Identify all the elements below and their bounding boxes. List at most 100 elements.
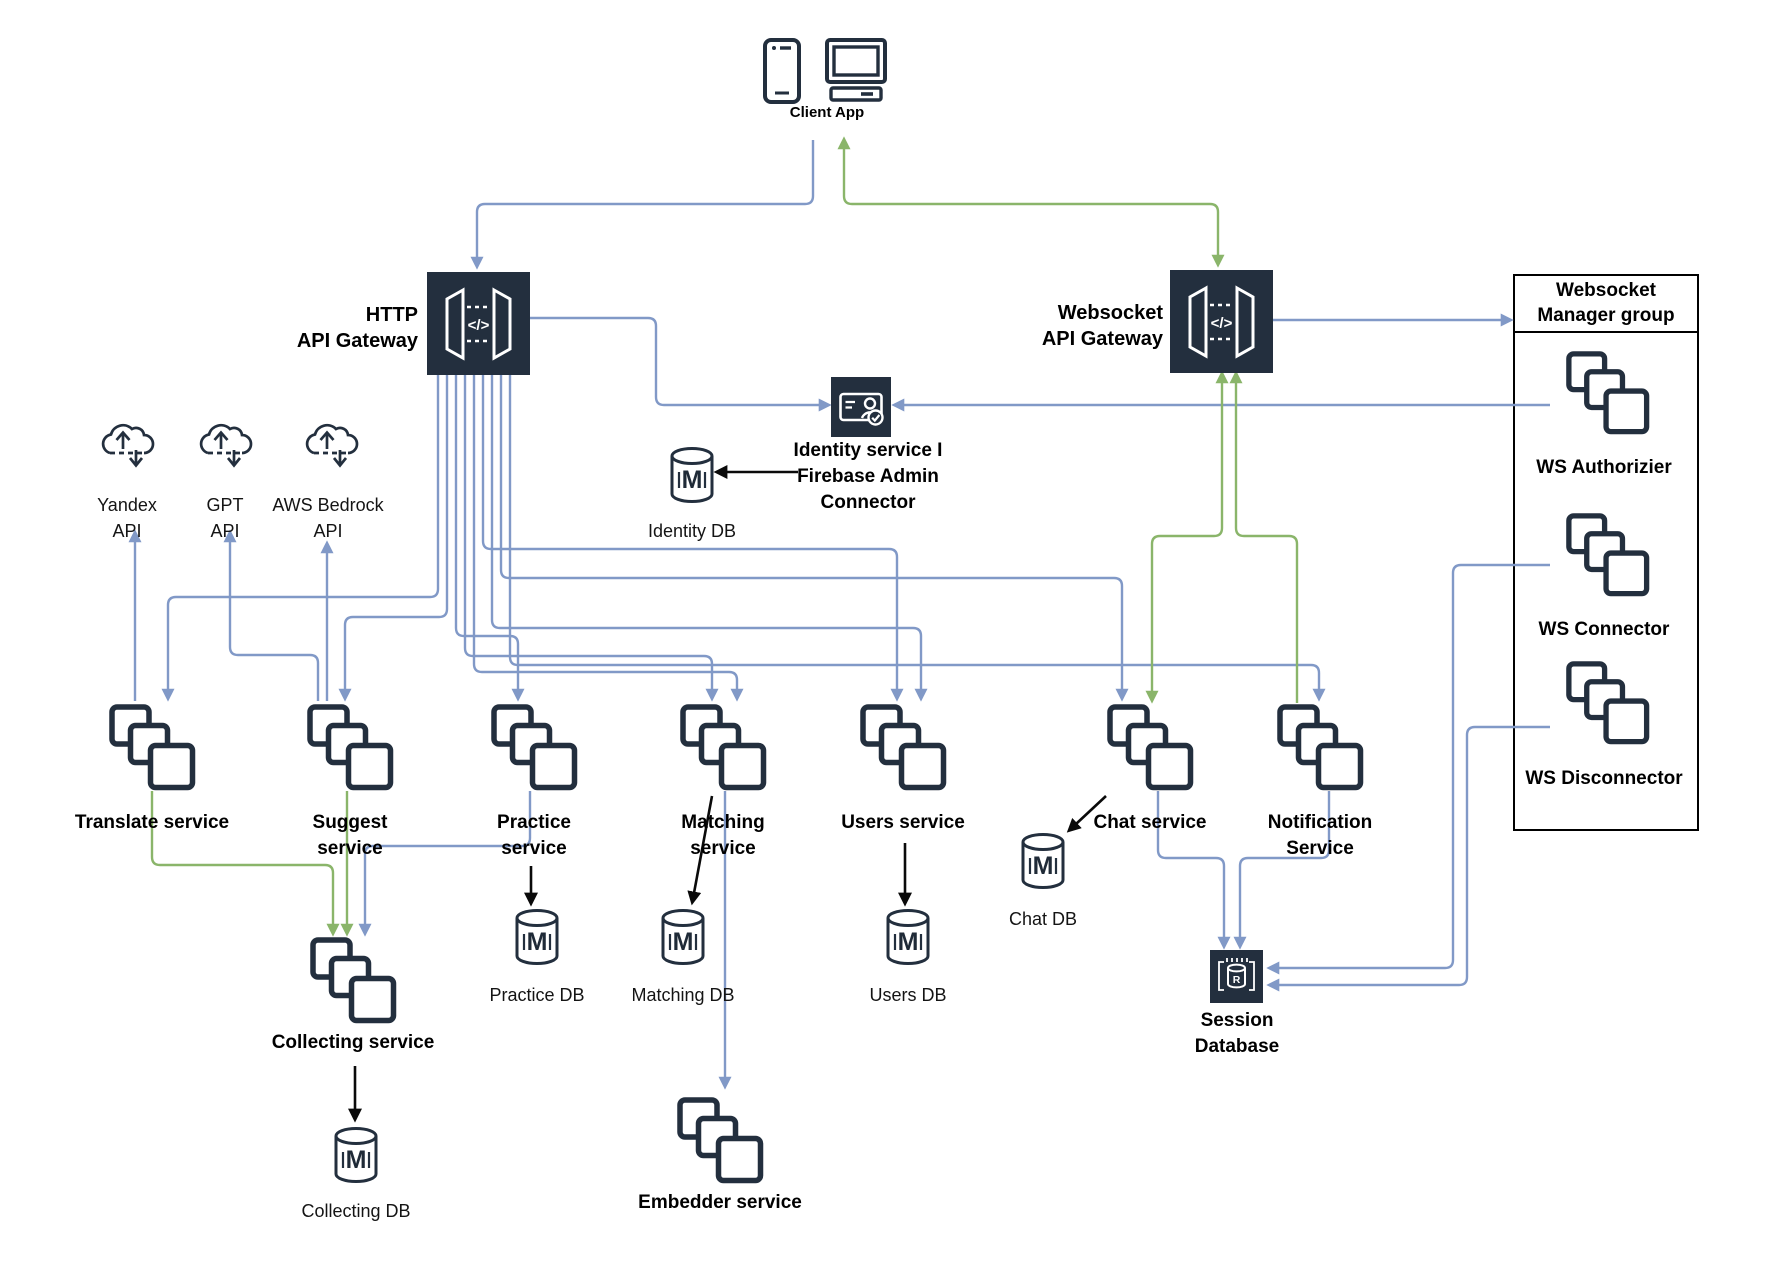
edge-suggest-to-gpt-api — [223, 529, 320, 701]
gpt-api-line1: GPT — [206, 495, 244, 515]
collecting-service-label: Collecting service — [271, 1032, 435, 1053]
notification-service-label: Notification Service — [1240, 810, 1400, 862]
http-api-gateway-label: HTTP API Gateway — [230, 302, 418, 354]
edge-http-to-users-2 — [490, 375, 928, 702]
edge-http-to-notification — [508, 375, 1326, 702]
identity-service-label: Identity service I Firebase Admin Connec… — [768, 438, 968, 516]
suggest-label-line1: Suggest — [312, 812, 388, 833]
edge-chat-to-session-db — [1156, 791, 1231, 950]
suggest-service-label: Suggest service — [270, 810, 430, 862]
client-app-label: Client App — [789, 104, 865, 121]
edge-http-to-practice — [454, 375, 525, 702]
stacked-squares-icon — [309, 936, 397, 1024]
edge-notification-websocket-gateway — [1229, 370, 1299, 703]
bedrock-api-line1: AWS Bedrock — [272, 495, 384, 515]
ws-disconnector-label: WS Disconnector — [1525, 768, 1683, 789]
websocket-api-gateway-node — [1170, 270, 1273, 378]
mongodb-icon — [333, 1126, 379, 1184]
api-gateway-icon — [427, 272, 530, 375]
cloud-sync-icon — [98, 420, 156, 468]
yandex-api-line1: Yandex — [97, 495, 157, 515]
ws-authorizer-label: WS Authorizier — [1536, 457, 1672, 478]
websocket-api-gateway-label: Websocket API Gateway — [975, 300, 1163, 352]
matching-label-line2: service — [690, 838, 756, 859]
identity-label-line2: Firebase Admin — [797, 466, 939, 487]
edge-http-to-chat — [499, 375, 1129, 702]
stacked-squares-icon — [679, 703, 767, 791]
users-service-label: Users service — [841, 812, 965, 833]
http-gateway-label-line1: HTTP — [365, 304, 418, 326]
redis-cache-icon — [1210, 950, 1263, 1003]
identity-label-line3: Connector — [820, 492, 916, 513]
edge-websocket-gateway-client — [837, 136, 1225, 268]
practice-label-line1: Practice — [497, 812, 571, 833]
cloud-sync-icon — [196, 420, 254, 468]
users-service-node — [859, 703, 947, 796]
stacked-squares-icon — [108, 703, 196, 791]
embedder-service-label: Embedder service — [638, 1192, 802, 1213]
session-db-line1: Session — [1200, 1010, 1274, 1031]
mongodb-icon — [885, 908, 931, 966]
users-db-label: Users DB — [869, 985, 947, 1005]
collecting-service-node — [309, 936, 397, 1029]
identity-db-label: Identity DB — [647, 521, 737, 541]
http-gateway-label-line2: API Gateway — [296, 330, 418, 352]
stacked-squares-icon — [1565, 512, 1650, 597]
cloud-sync-icon — [302, 420, 360, 468]
practice-service-node — [490, 703, 578, 796]
stacked-squares-icon — [676, 1096, 764, 1184]
websocket-gateway-label-line2: API Gateway — [1041, 328, 1163, 350]
websocket-manager-group-title: Websocket Manager group — [1515, 276, 1697, 333]
edge-http-to-users-1 — [481, 375, 904, 702]
edge-notification-to-session-db — [1233, 791, 1331, 950]
edge-practice-to-collecting — [358, 791, 532, 937]
collecting-db-label: Collecting DB — [301, 1201, 411, 1221]
edge-chat-to-chat-db — [1066, 795, 1107, 833]
practice-db-node — [514, 908, 560, 971]
yandex-api-label: Yandex API — [57, 492, 197, 544]
aws-bedrock-api-node — [302, 420, 360, 473]
mongodb-icon — [1020, 832, 1066, 890]
gpt-api-node — [196, 420, 254, 473]
api-gateway-icon — [1170, 270, 1273, 373]
stacked-squares-icon — [1276, 703, 1364, 791]
matching-service-label: Matching service — [643, 810, 803, 862]
chat-db-node — [1020, 832, 1066, 895]
translate-service-label: Translate service — [74, 812, 230, 833]
users-db-node — [885, 908, 931, 971]
chat-service-node — [1106, 703, 1194, 796]
matching-db-node — [660, 908, 706, 971]
http-api-gateway-node — [427, 272, 530, 380]
edge-ws-connector-to-session-db — [1266, 563, 1550, 975]
practice-db-label: Practice DB — [489, 985, 585, 1005]
ws-authorizer-node — [1565, 350, 1650, 440]
edge-http-to-suggest — [338, 375, 449, 702]
identity-label-line1: Identity service I — [793, 440, 943, 461]
stacked-squares-icon — [1565, 660, 1650, 745]
edge-http-to-matching-1 — [463, 375, 719, 702]
websocket-gateway-label-line1: Websocket — [1057, 302, 1163, 324]
mongodb-icon — [660, 908, 706, 966]
notification-service-node — [1276, 703, 1364, 796]
identity-card-icon — [831, 377, 891, 437]
translate-service-node — [108, 703, 196, 796]
practice-service-label: Practice service — [454, 810, 614, 862]
embedder-service-node — [676, 1096, 764, 1189]
stacked-squares-icon — [490, 703, 578, 791]
notification-label-line2: Service — [1286, 838, 1354, 859]
bedrock-api-line2: API — [313, 521, 343, 541]
yandex-api-node — [98, 420, 156, 473]
ws-group-title-line2: Manager group — [1537, 305, 1675, 326]
suggest-service-node — [306, 703, 394, 796]
notification-label-line1: Notification — [1267, 812, 1373, 833]
practice-label-line2: service — [501, 838, 567, 859]
chat-db-label: Chat DB — [1008, 909, 1078, 929]
stacked-squares-icon — [1565, 350, 1650, 435]
mongodb-icon — [514, 908, 560, 966]
edge-client-to-http-gateway — [470, 140, 815, 270]
edge-chat-websocket-gateway — [1145, 370, 1229, 704]
identity-service-node — [831, 377, 891, 442]
suggest-label-line2: service — [317, 838, 383, 859]
collecting-db-node — [333, 1126, 379, 1189]
identity-db-node — [669, 446, 715, 509]
